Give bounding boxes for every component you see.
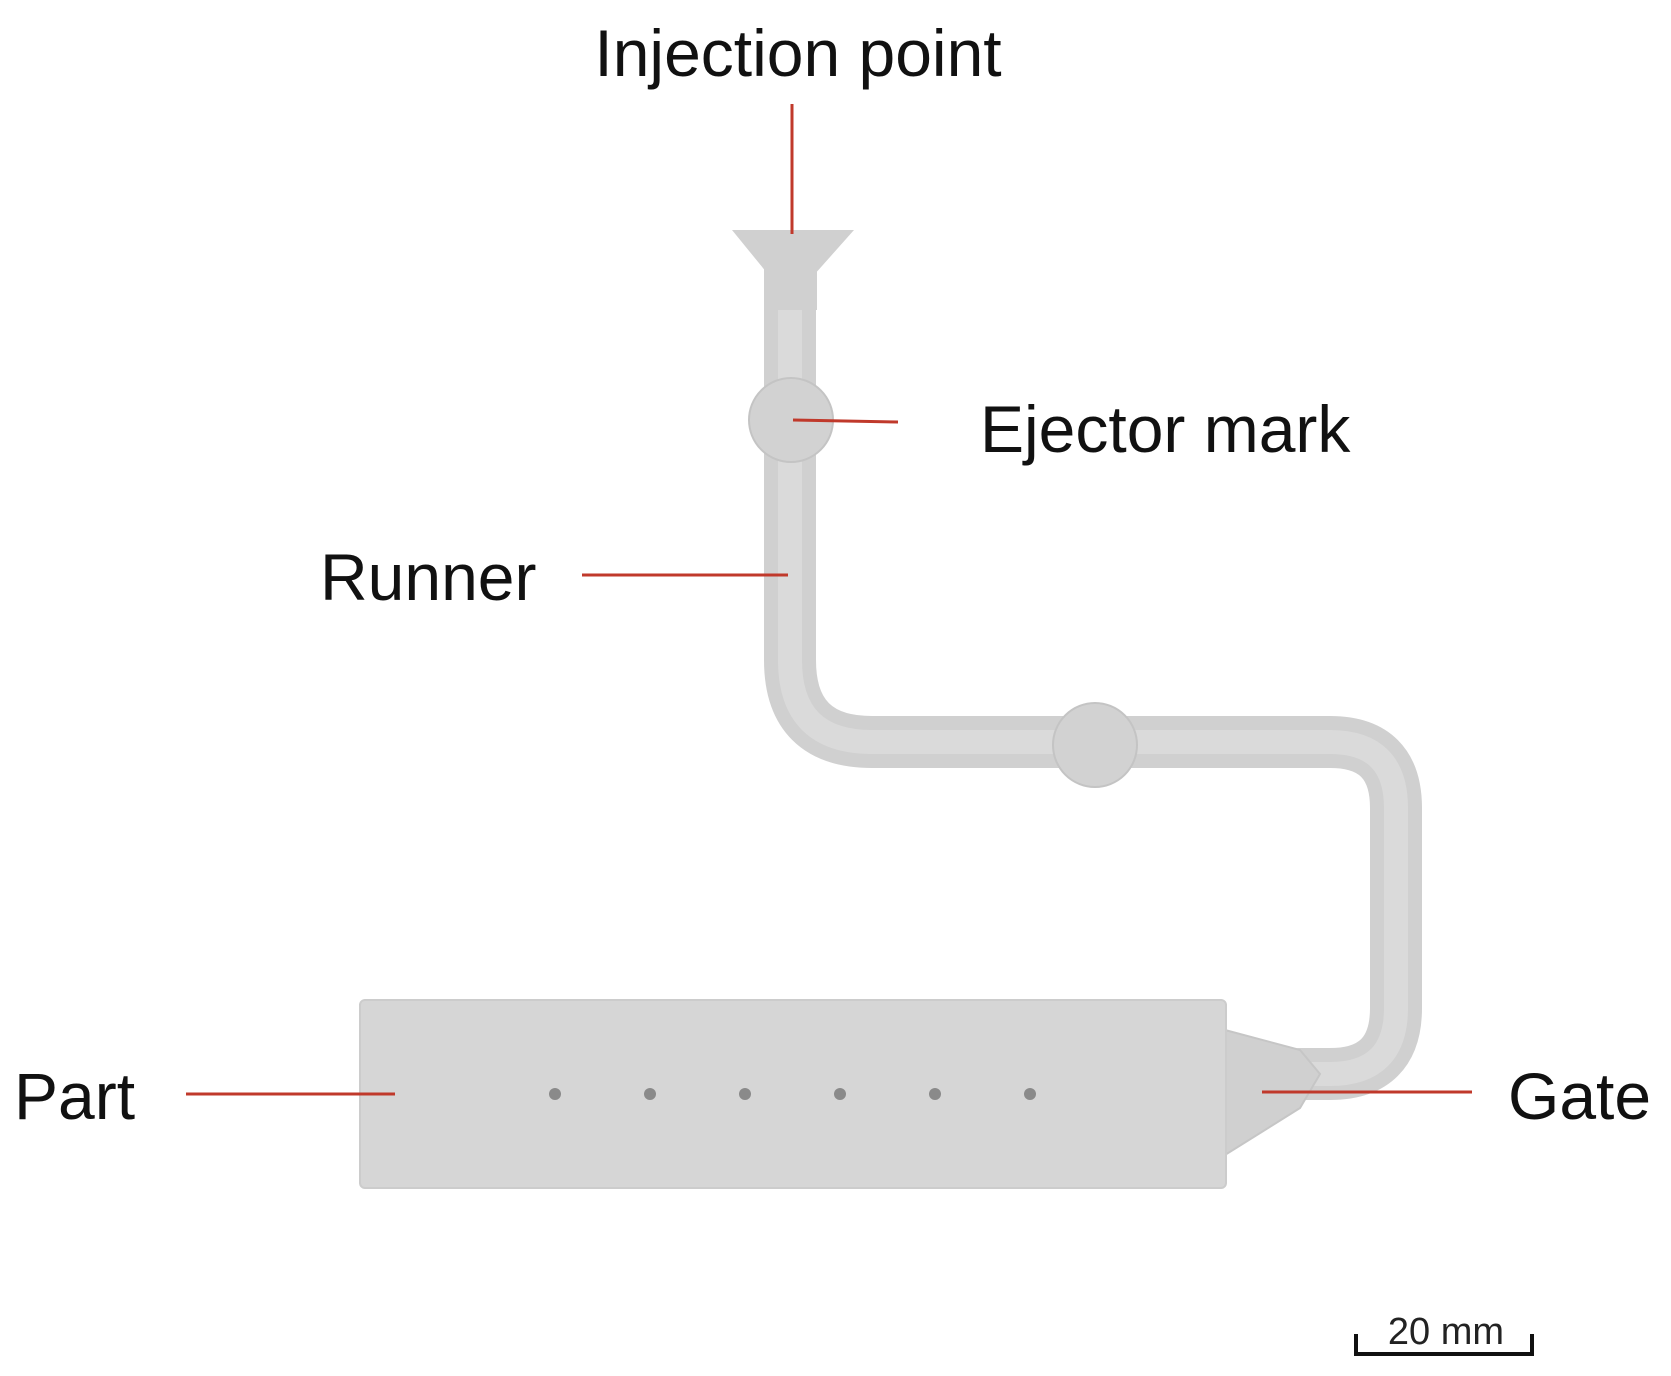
sprue-neck	[765, 270, 817, 310]
part-dot	[1024, 1088, 1036, 1100]
part-block	[359, 999, 1227, 1189]
part-label: Part	[14, 1059, 135, 1133]
ejector-mark-label: Ejector mark	[980, 392, 1351, 466]
part-dot	[834, 1088, 846, 1100]
part-dots	[549, 1088, 1036, 1100]
part-dot	[549, 1088, 561, 1100]
part-dot	[644, 1088, 656, 1100]
sprue-funnel	[732, 230, 854, 284]
scale-bar-line	[1354, 1334, 1534, 1356]
runner-tube-highlight	[778, 253, 1408, 1086]
part-dot	[929, 1088, 941, 1100]
runner-tube	[764, 239, 1422, 1100]
scale-bar-label: 20 mm	[1388, 1311, 1504, 1353]
gate-label: Gate	[1508, 1059, 1651, 1133]
injection-point-label: Injection point	[594, 16, 1001, 90]
ejector-mark-leader	[792, 418, 899, 424]
runner-label: Runner	[320, 540, 536, 614]
ejector-bulb-lower	[1052, 702, 1138, 788]
scale-bar: 20 mm	[1354, 1311, 1534, 1356]
part-dot	[739, 1088, 751, 1100]
leader-lines	[186, 104, 1472, 1096]
